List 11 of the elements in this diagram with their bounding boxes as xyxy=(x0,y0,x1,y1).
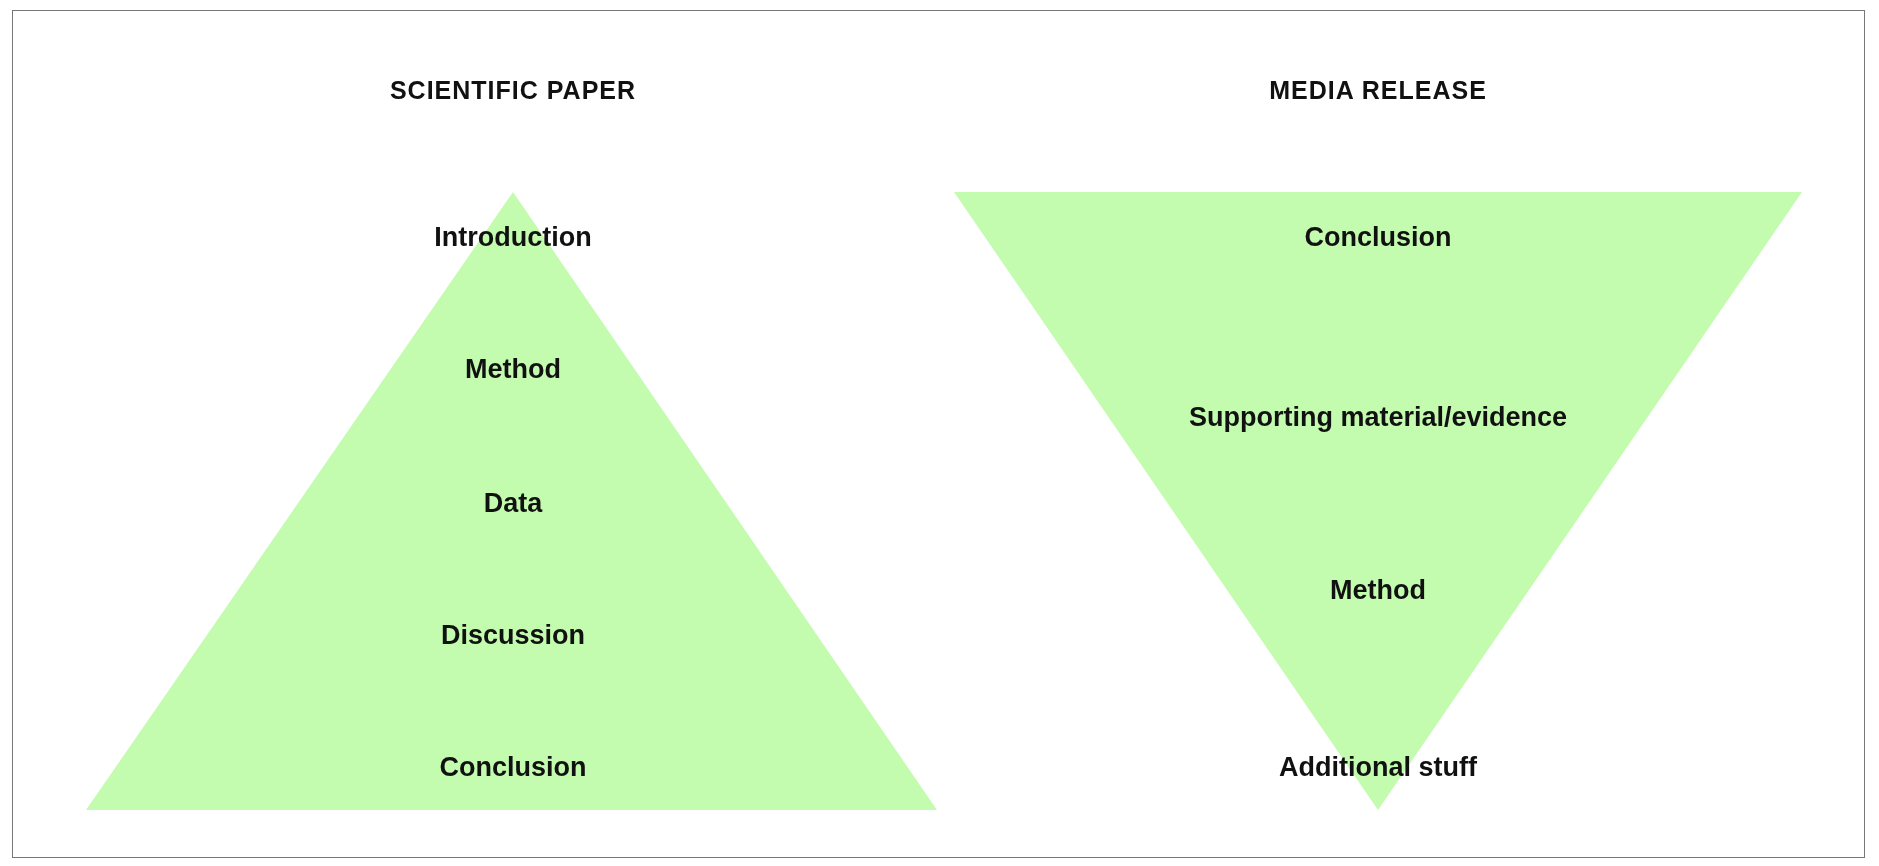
column-heading: MEDIA RELEASE xyxy=(1269,75,1487,105)
section-label: Additional stuff xyxy=(1279,751,1477,783)
column-heading: SCIENTIFIC PAPER xyxy=(389,75,637,105)
section-label: Introduction xyxy=(434,221,592,253)
section-label: Conclusion xyxy=(439,751,587,783)
section-label: Data xyxy=(483,487,543,519)
section-label: Method xyxy=(1330,574,1426,606)
section-label: Discussion xyxy=(441,619,585,651)
section-label: Supporting material/evidence xyxy=(1188,401,1568,433)
section-label: Conclusion xyxy=(1304,221,1452,253)
section-label: Method xyxy=(465,353,561,385)
